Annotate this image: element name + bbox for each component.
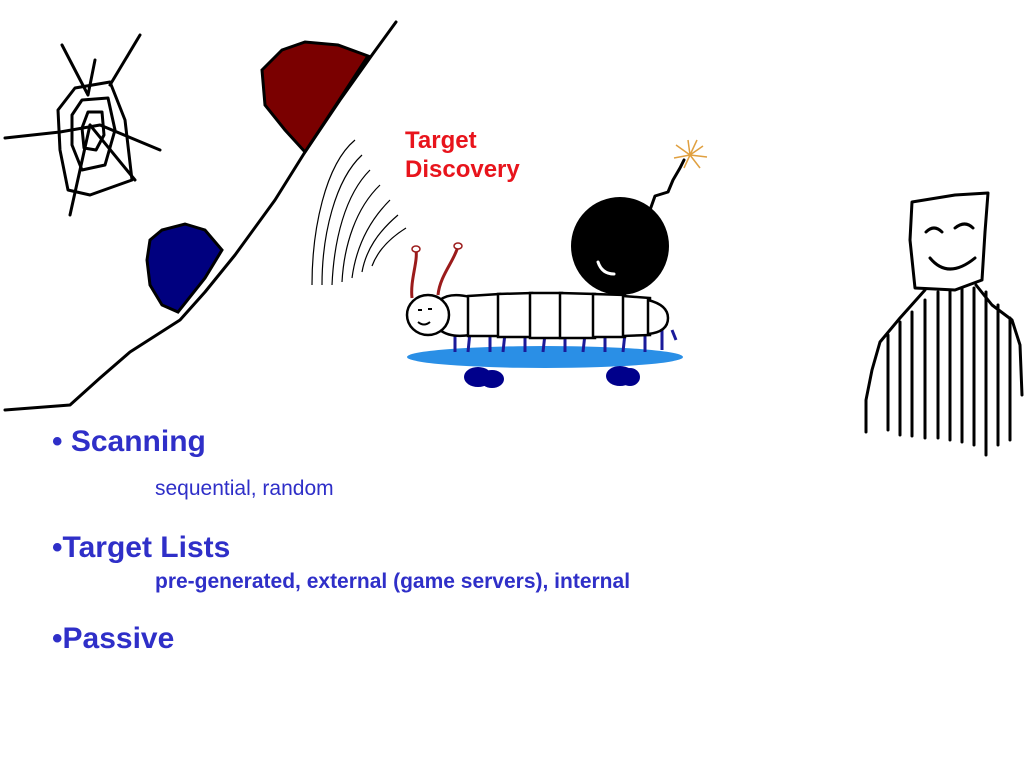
title-line-2: Discovery bbox=[405, 156, 520, 183]
skateboard bbox=[407, 346, 683, 388]
bullet-marker: • bbox=[52, 531, 63, 564]
spider-web-icon bbox=[3, 33, 162, 217]
bullet-subtext-target-lists: pre-generated, external (game servers), … bbox=[155, 570, 631, 593]
bullet-label: Passive bbox=[62, 622, 175, 655]
spark-icon bbox=[673, 139, 708, 169]
bullet-marker: • bbox=[52, 622, 63, 655]
red-rock bbox=[260, 40, 371, 155]
slide-title: Target Discovery bbox=[405, 126, 520, 184]
bomb-icon bbox=[571, 139, 708, 295]
person-figure bbox=[864, 191, 1024, 457]
bullet-subtext-scanning: sequential, random bbox=[155, 477, 334, 500]
bullet-item-passive: •Passive bbox=[52, 621, 174, 657]
bullet-item-target-lists: •Target Lists bbox=[52, 530, 230, 566]
title-line-1: Target bbox=[405, 127, 477, 154]
bullet-label: Scanning bbox=[70, 425, 206, 458]
bullet-marker: • bbox=[52, 425, 71, 458]
blue-rock bbox=[145, 222, 224, 314]
bullet-item-scanning: • Scanning bbox=[52, 424, 206, 460]
worm bbox=[405, 242, 678, 353]
signal-waves bbox=[311, 139, 407, 286]
bullet-label: Target Lists bbox=[62, 531, 231, 564]
